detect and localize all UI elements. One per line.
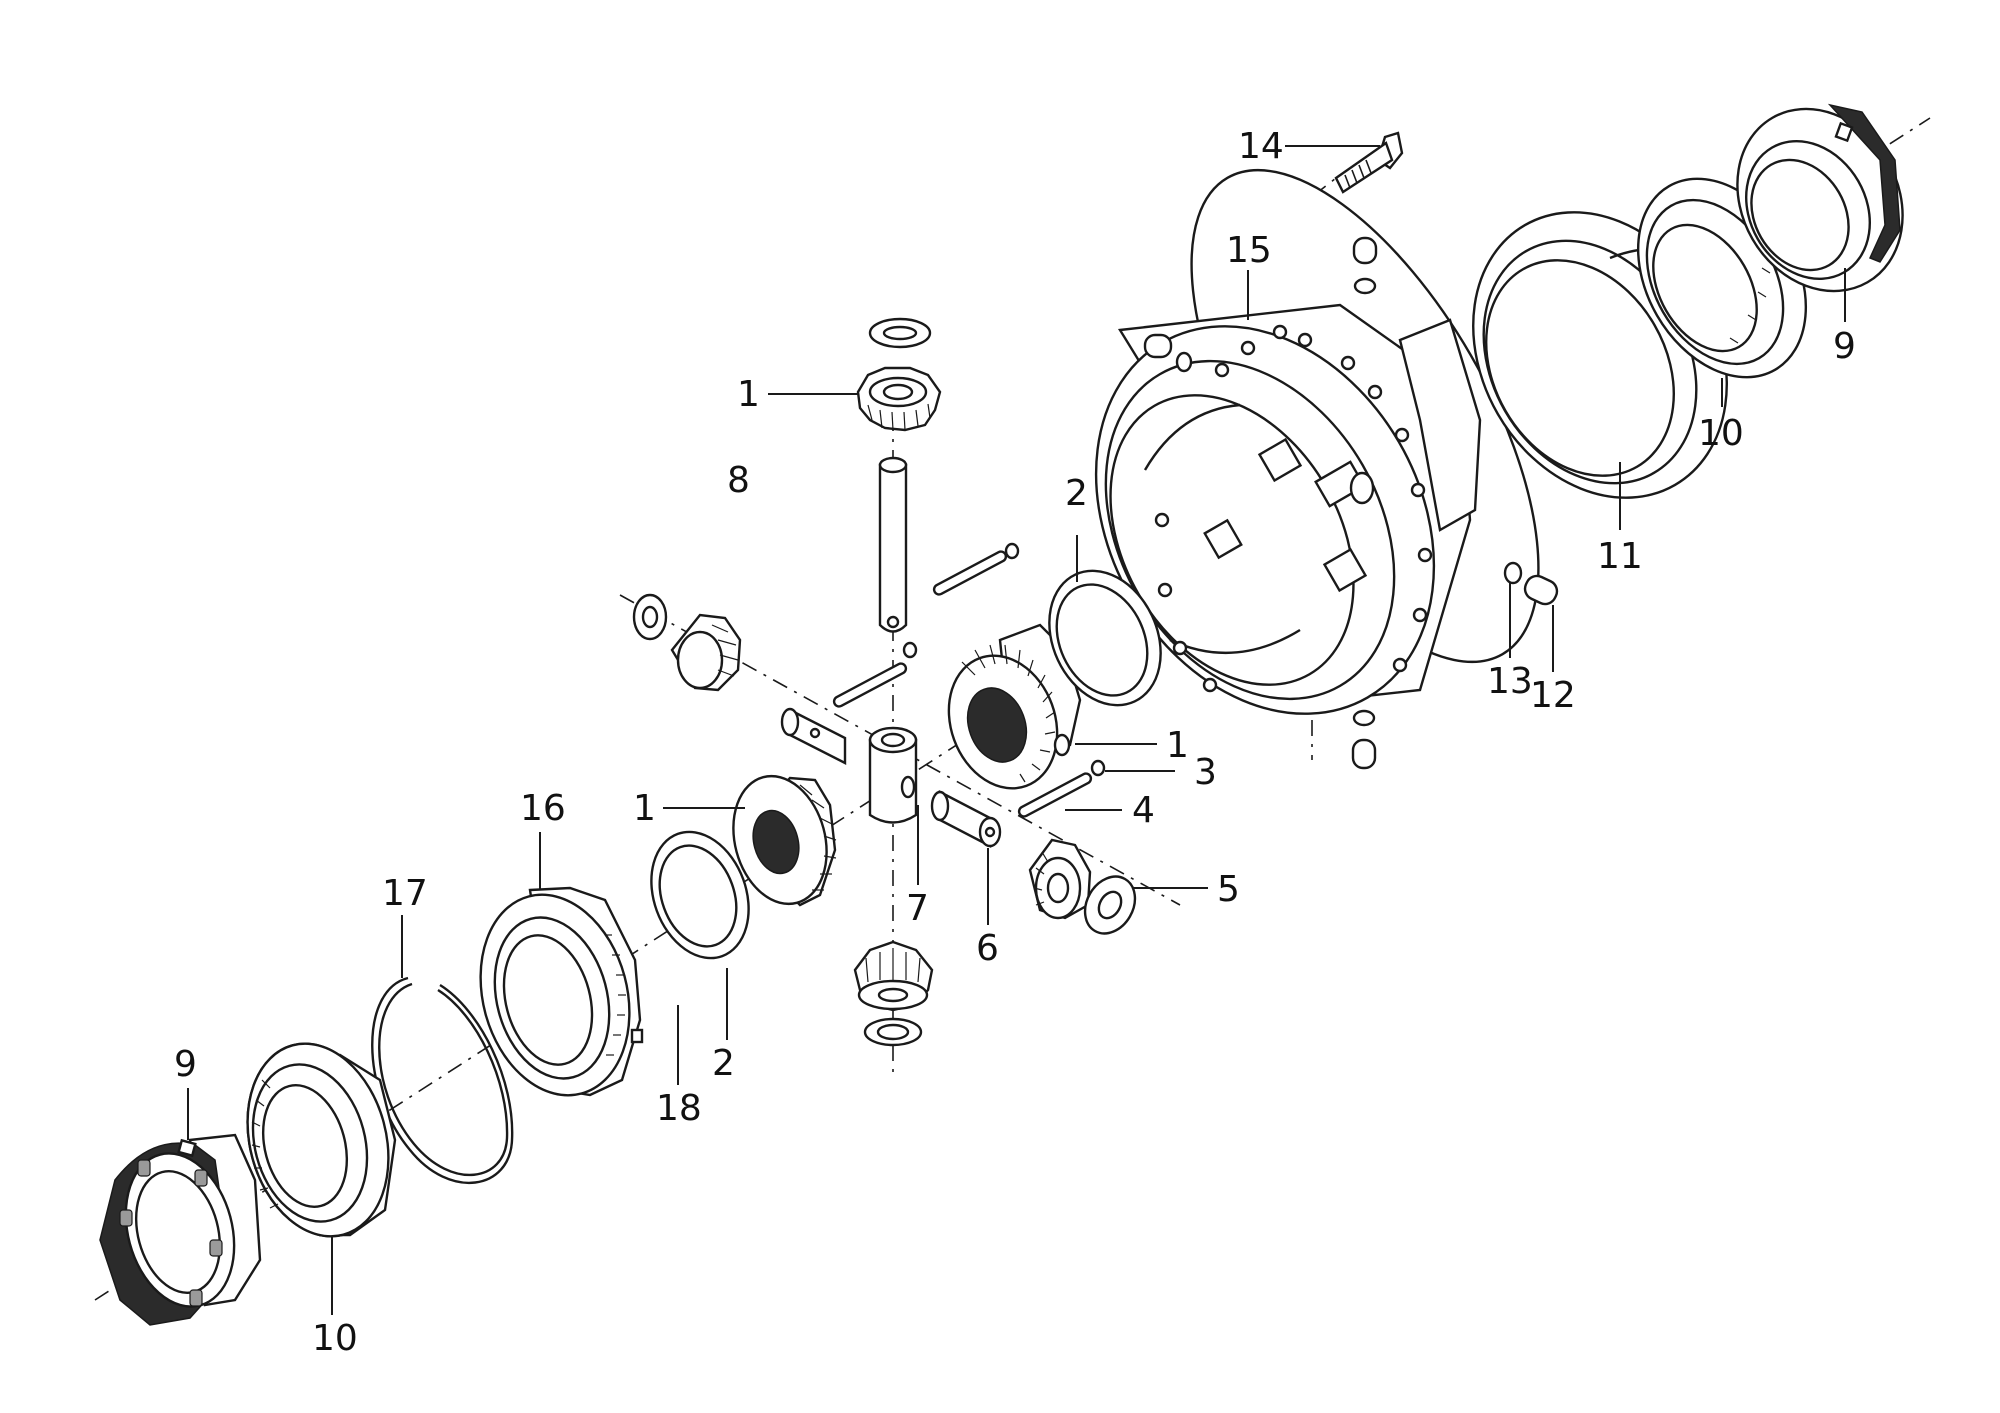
callout-17: 17 bbox=[382, 873, 428, 914]
pinion-gear-right-part bbox=[1028, 838, 1137, 935]
bearing-cover-part bbox=[479, 886, 644, 1097]
callout-6: 6 bbox=[976, 928, 999, 969]
callout-1-left: 1 bbox=[633, 788, 656, 829]
callout-7: 7 bbox=[906, 888, 929, 929]
pinion-gear-left-part bbox=[632, 593, 742, 692]
side-gear-right-part bbox=[947, 623, 1082, 790]
callout-9-top: 9 bbox=[1833, 326, 1856, 367]
plug-left bbox=[1143, 333, 1193, 373]
callout-14: 14 bbox=[1238, 126, 1284, 167]
callout-15: 15 bbox=[1226, 230, 1272, 271]
leader-lines bbox=[187, 145, 1846, 1315]
callout-13: 13 bbox=[1487, 661, 1533, 702]
bearing-bottom-part bbox=[246, 1042, 397, 1238]
callout-11: 11 bbox=[1597, 536, 1643, 577]
callout-8: 8 bbox=[727, 460, 750, 501]
callout-1-top: 1 bbox=[737, 374, 760, 415]
side-gear-left-part bbox=[732, 774, 837, 907]
housing-bolt-holes bbox=[1154, 324, 1433, 693]
callout-18: 18 bbox=[656, 1088, 702, 1129]
cross-pin-long-part bbox=[878, 456, 908, 633]
callout-10-top: 10 bbox=[1698, 413, 1744, 454]
callout-12: 12 bbox=[1530, 675, 1576, 716]
callout-labels: 14 15 9 10 11 13 12 1 8 2 1 3 4 5 1 7 6 … bbox=[174, 126, 1856, 1359]
plug-top bbox=[1352, 236, 1378, 295]
callout-2-bot: 2 bbox=[712, 1043, 735, 1084]
callout-2-top: 2 bbox=[1065, 473, 1088, 514]
callout-16: 16 bbox=[520, 788, 566, 829]
plug-bottom bbox=[1351, 709, 1377, 770]
thrust-washer-top-part bbox=[1048, 569, 1162, 707]
adjusting-nut-bottom-part bbox=[99, 1133, 262, 1326]
roll-pins-part bbox=[832, 542, 1106, 818]
bolt-part bbox=[1334, 131, 1404, 194]
callout-3: 3 bbox=[1194, 752, 1217, 793]
plug-and-oring-parts bbox=[1503, 561, 1559, 606]
thrust-washer-bottom-part bbox=[650, 830, 750, 960]
short-pin-right-part bbox=[930, 790, 1002, 848]
adjusting-nut-top-part bbox=[1736, 103, 1904, 293]
pinion-gear-top-part bbox=[856, 317, 942, 432]
short-pin-left-part bbox=[780, 707, 847, 765]
nut-bottom-slots bbox=[119, 1159, 223, 1307]
pinion-gear-bottom-part bbox=[853, 940, 934, 1047]
center-block-part bbox=[868, 726, 918, 824]
callout-1-mid: 1 bbox=[1166, 725, 1189, 766]
differential-housing-part bbox=[1094, 168, 1540, 770]
snap-ring-part bbox=[371, 976, 514, 1184]
callout-9-bot: 9 bbox=[174, 1044, 197, 1085]
callout-4: 4 bbox=[1132, 790, 1155, 831]
callout-5: 5 bbox=[1217, 869, 1240, 910]
callout-10-bot: 10 bbox=[312, 1318, 358, 1359]
